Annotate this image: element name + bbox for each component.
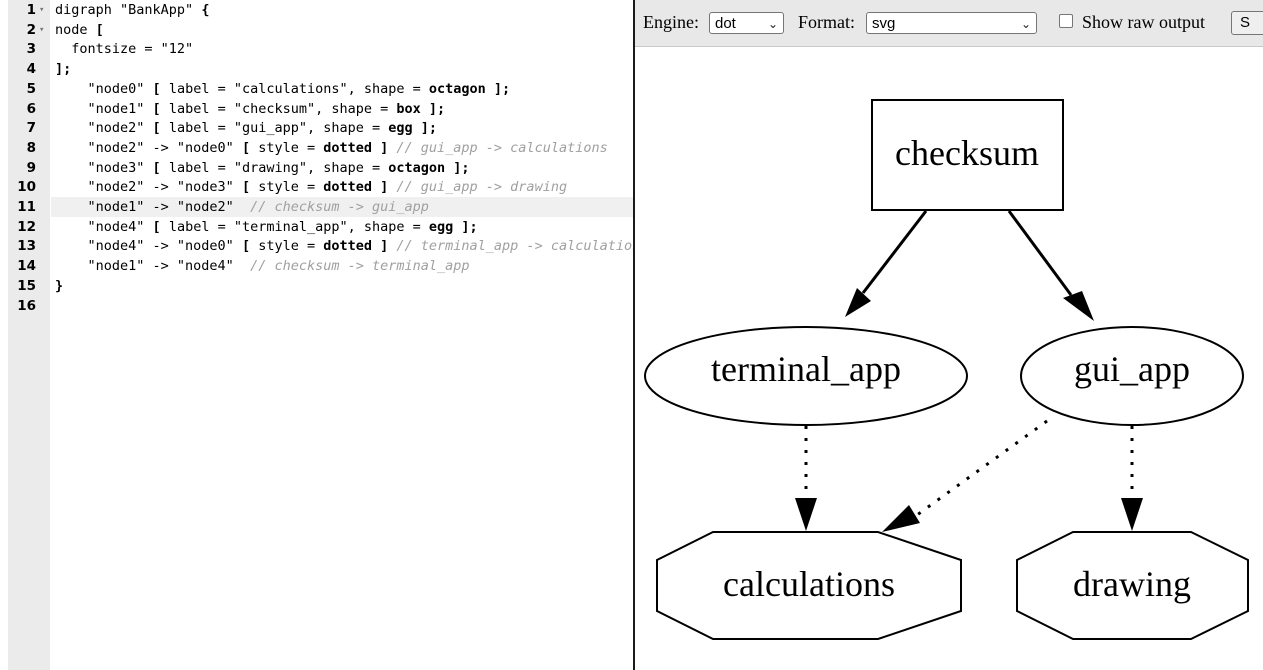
code-line[interactable]: 1▾ digraph "BankApp" { <box>0 0 633 20</box>
line-number: 12 <box>17 218 36 235</box>
graph-canvas: checksum terminal_app gui_app calculatio… <box>644 99 1249 640</box>
format-select-value: svg <box>872 15 896 32</box>
editor-left-edge <box>0 0 8 670</box>
code-text[interactable]: digraph "BankApp" { <box>55 2 210 18</box>
code-line[interactable]: 3 fontsize = "12" <box>0 39 633 59</box>
line-number: 15 <box>17 277 36 294</box>
format-label: Format: <box>798 12 855 32</box>
node-checksum[interactable]: checksum <box>871 99 1064 211</box>
code-line[interactable]: 7 "node2" [ label = "gui_app", shape = e… <box>0 118 633 138</box>
code-line[interactable]: 12 "node4" [ label = "terminal_app", sha… <box>0 217 633 237</box>
code-text[interactable]: "node2" [ label = "gui_app", shape = egg… <box>55 120 438 137</box>
line-number: 6 <box>26 100 36 117</box>
code-text[interactable]: "node4" [ label = "terminal_app", shape … <box>55 218 478 235</box>
code-text[interactable]: "node0" [ label = "calculations", shape … <box>55 80 511 97</box>
format-select[interactable]: svg ⌄ <box>866 12 1037 34</box>
line-number: 13 <box>17 238 36 255</box>
engine-select[interactable]: dot ⌄ <box>709 12 784 34</box>
line-number-gutter <box>8 0 50 670</box>
code-line[interactable]: 11 "node1" -> "node2" // checksum -> gui… <box>0 197 633 217</box>
code-line[interactable]: 5 "node0" [ label = "calculations", shap… <box>0 79 633 99</box>
output-toolbar: Engine: dot ⌄ Format: svg ⌄ Show raw out… <box>635 0 1263 47</box>
line-number: 2 <box>26 21 36 38</box>
node-label-terminal_app: terminal_app <box>711 349 901 389</box>
code-line[interactable]: 9 "node3" [ label = "drawing", shape = o… <box>0 158 633 178</box>
show-raw-output-checkbox[interactable] <box>1059 14 1073 28</box>
node-label-calculations: calculations <box>723 564 895 604</box>
truncated-button[interactable]: S <box>1231 11 1263 35</box>
edge-gui_app-drawing <box>1121 426 1143 531</box>
node-label-gui_app: gui_app <box>1074 349 1190 389</box>
code-text[interactable]: "node1" -> "node2" // checksum -> gui_ap… <box>51 197 633 217</box>
edge-checksum-gui_app <box>1007 210 1094 321</box>
code-line[interactable]: 13 "node4" -> "node0" [ style = dotted ]… <box>0 236 633 256</box>
edge-checksum-terminal_app <box>845 210 928 317</box>
code-text[interactable]: fontsize = "12" <box>55 41 194 58</box>
code-line[interactable]: 6 "node1" [ label = "checksum", shape = … <box>0 99 633 119</box>
code-line[interactable]: 2▾ node [ <box>0 20 633 40</box>
line-number: 4 <box>26 61 36 78</box>
code-text[interactable] <box>51 296 633 316</box>
node-label-drawing: drawing <box>1073 564 1191 604</box>
line-number: 8 <box>26 139 36 156</box>
line-number: 16 <box>17 297 36 314</box>
code-line[interactable]: 14 "node1" -> "node4" // checksum -> ter… <box>0 256 633 276</box>
code-editor[interactable]: 1▾digraph "BankApp" {2▾node [3 fontsize … <box>0 0 633 670</box>
code-text[interactable]: "node1" -> "node4" // checksum -> termin… <box>55 258 470 275</box>
code-text[interactable]: ]; <box>55 61 72 78</box>
fold-toggle-icon[interactable]: ▾ <box>39 24 45 35</box>
node-gui_app[interactable]: gui_app <box>1020 326 1244 426</box>
node-label-checksum: checksum <box>895 133 1039 173</box>
line-number: 7 <box>26 120 36 137</box>
line-number: 11 <box>17 199 36 215</box>
edge-gui_app-calculations <box>882 419 1048 532</box>
code-text[interactable]: node [ <box>55 21 104 38</box>
code-line[interactable]: 8 "node2" -> "node0" [ style = dotted ] … <box>0 138 633 158</box>
line-number: 9 <box>26 159 36 176</box>
node-terminal_app[interactable]: terminal_app <box>644 326 968 426</box>
engine-label: Engine: <box>643 12 699 32</box>
output-pane: Engine: dot ⌄ Format: svg ⌄ Show raw out… <box>635 0 1263 670</box>
code-text[interactable]: "node4" -> "node0" [ style = dotted ] //… <box>55 238 634 255</box>
pane-divider[interactable] <box>633 0 635 670</box>
line-number: 1 <box>26 2 36 18</box>
chevron-down-icon: ⌄ <box>1020 17 1031 31</box>
engine-select-value: dot <box>715 15 736 32</box>
line-number: 3 <box>26 41 36 58</box>
code-line[interactable]: 4]; <box>0 59 633 79</box>
code-text[interactable]: "node2" -> "node3" [ style = dotted ] //… <box>55 179 568 196</box>
code-line[interactable]: 10 "node2" -> "node3" [ style = dotted ]… <box>0 177 633 197</box>
line-number: 5 <box>26 80 36 97</box>
fold-toggle-icon[interactable]: ▾ <box>39 5 45 15</box>
chevron-down-icon: ⌄ <box>767 17 778 31</box>
code-line[interactable]: 16 <box>0 296 633 316</box>
code-text[interactable]: "node3" [ label = "drawing", shape = oct… <box>55 159 470 176</box>
edge-terminal_app-calculations <box>795 426 817 531</box>
line-number: 10 <box>17 179 36 196</box>
node-drawing[interactable]: drawing <box>1016 531 1249 640</box>
show-raw-output-label[interactable]: Show raw output <box>1082 12 1205 32</box>
code-line[interactable]: 15} <box>0 276 633 296</box>
code-text[interactable]: "node1" [ label = "checksum", shape = bo… <box>55 100 446 117</box>
node-calculations[interactable]: calculations <box>656 531 962 640</box>
code-text[interactable]: } <box>55 277 64 294</box>
code-text[interactable]: "node2" -> "node0" [ style = dotted ] //… <box>55 139 608 156</box>
line-number: 14 <box>17 258 36 275</box>
